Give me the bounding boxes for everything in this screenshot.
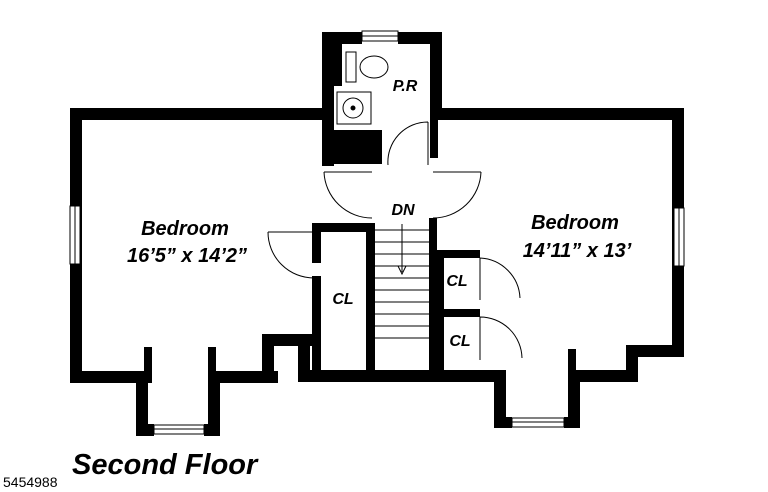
wall-left-bay-right <box>208 371 220 435</box>
wall-left-bay-bottom-a <box>136 424 154 436</box>
wall-right-top <box>430 108 684 120</box>
fixtures <box>336 51 389 125</box>
bedroom-left-size: 16’5” x 14’2” <box>127 245 247 267</box>
wall-cl-right <box>366 223 375 373</box>
wall-pr-right <box>430 32 442 118</box>
wall-rcl-top <box>436 250 480 258</box>
doors <box>267 121 523 360</box>
closet-right-bottom-label: CL <box>449 333 470 350</box>
windows <box>69 30 685 435</box>
bedroom-right-size: 14’11” x 13’ <box>523 240 632 262</box>
wall-right-bottom-b <box>572 370 638 382</box>
listing-id: 5454988 <box>3 474 58 490</box>
wall-left-top <box>70 108 332 120</box>
stairs-dn-label: DN <box>391 202 415 219</box>
wall-pr-left-inner <box>334 44 342 86</box>
wall-left-bay-left <box>136 371 148 435</box>
wall-stair-right <box>429 218 437 376</box>
wall-left-bottom-b <box>208 371 278 383</box>
door-cl-center <box>267 231 315 279</box>
door-pr <box>387 121 429 166</box>
powder-room-label: P.R <box>393 78 418 95</box>
walls <box>70 32 684 436</box>
bedroom-left-name: Bedroom <box>141 218 229 240</box>
wall-rcl-mid <box>436 309 480 317</box>
wall-cl-left <box>312 223 321 263</box>
wall-right-bay-bottom-b <box>564 417 580 428</box>
wall-right-bay-bottom-a <box>494 417 512 428</box>
door-cl-right-bottom <box>479 316 523 360</box>
wall-left-bottom-a <box>70 371 152 383</box>
wall-right-bay-left <box>494 370 506 428</box>
wall-bottom-center <box>298 370 498 382</box>
floor-title: Second Floor <box>72 449 259 481</box>
toilet-icon <box>359 55 389 79</box>
arrow-down-icon <box>397 265 407 276</box>
door-hall-right <box>432 171 482 219</box>
wall-left-bay-bottom-b <box>204 424 220 436</box>
bedroom-right-name: Bedroom <box>531 212 619 234</box>
door-hall-left <box>323 171 373 219</box>
wall-left-bay-inner-l <box>144 347 152 373</box>
wall-right-bay-right <box>568 370 580 428</box>
stairs <box>375 224 429 339</box>
door-cl-right-top <box>479 257 521 300</box>
wall-cl-left-low <box>312 276 321 376</box>
toilet-tank <box>345 51 357 83</box>
closet-center-label: CL <box>332 291 353 308</box>
wall-right-top-seg <box>430 108 438 158</box>
wall-left-bay-inner-r <box>208 347 216 373</box>
wall-cl-top <box>312 223 372 232</box>
closet-right-top-label: CL <box>446 273 467 290</box>
wall-pr-vanity-block <box>330 130 382 164</box>
wall-rcl-left <box>436 250 444 376</box>
wall-right-bottom-a <box>626 345 684 357</box>
wall-right-bay-inner-r <box>568 349 576 373</box>
